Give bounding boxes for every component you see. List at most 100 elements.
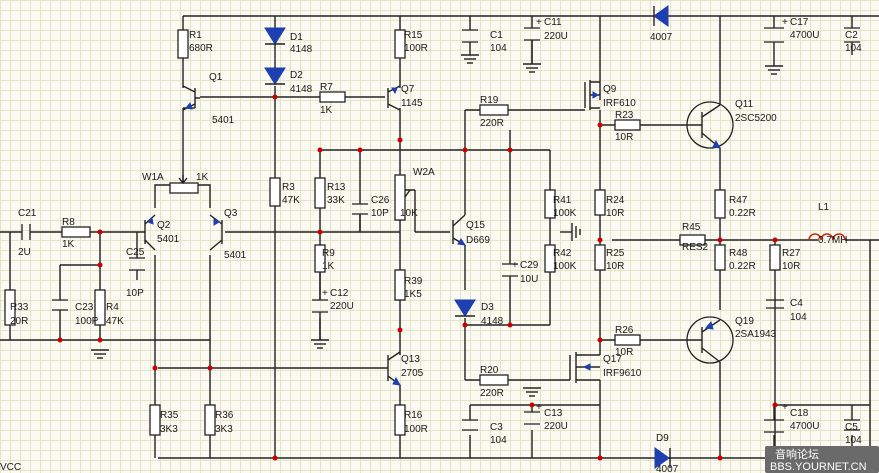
svg-text:10R: 10R	[615, 132, 633, 143]
svg-text:220R: 220R	[480, 388, 504, 399]
svg-text:R19: R19	[480, 95, 499, 106]
svg-text:5401: 5401	[157, 234, 180, 245]
resistor-r26	[614, 334, 641, 346]
svg-text:0.22R: 0.22R	[729, 261, 756, 272]
transistor-q17	[569, 350, 601, 383]
svg-text:100K: 100K	[553, 208, 577, 219]
svg-text:R4: R4	[106, 302, 119, 313]
cap-c21	[21, 224, 31, 240]
svg-text:C4: C4	[790, 298, 803, 309]
svg-text:4148: 4148	[481, 316, 504, 327]
transistor-q19	[685, 316, 734, 364]
cap-c23	[52, 299, 68, 311]
svg-text:2SA1943: 2SA1943	[735, 329, 777, 340]
resistors	[4, 29, 781, 436]
resistor-r42	[544, 244, 556, 273]
svg-text:D9: D9	[656, 433, 669, 444]
svg-text:C23: C23	[75, 302, 94, 313]
svg-text:10R: 10R	[606, 208, 624, 219]
svg-text:1K: 1K	[62, 239, 75, 250]
svg-text:4148: 4148	[290, 84, 313, 95]
svg-text:10K: 10K	[400, 208, 418, 219]
svg-text:3K3: 3K3	[160, 424, 178, 435]
diode-d3	[454, 299, 476, 317]
diode-d-top	[653, 5, 669, 27]
svg-text:R36: R36	[215, 410, 234, 421]
svg-text:+: +	[536, 17, 542, 28]
diode-d2	[264, 67, 286, 85]
svg-text:R47: R47	[729, 195, 748, 206]
svg-text:D2: D2	[290, 70, 303, 81]
cap-c26b	[352, 203, 368, 215]
svg-text:10R: 10R	[606, 261, 624, 272]
svg-text:Q1: Q1	[209, 72, 223, 83]
svg-text:R7: R7	[320, 82, 333, 93]
svg-text:4007: 4007	[656, 464, 679, 473]
svg-text:680R: 680R	[189, 43, 213, 54]
resistor-r35	[149, 404, 161, 436]
transistor-q2	[137, 214, 156, 251]
resistor-r27	[769, 244, 781, 271]
svg-text:3K3: 3K3	[215, 424, 233, 435]
resistor-r47	[714, 189, 726, 219]
svg-text:0.22R: 0.22R	[729, 208, 756, 219]
svg-text:10P: 10P	[126, 288, 144, 299]
svg-text:W1A: W1A	[142, 172, 164, 183]
svg-text:R27: R27	[782, 248, 801, 259]
svg-text:1K: 1K	[196, 172, 209, 183]
resistor-r4	[94, 289, 106, 326]
resistor-r7	[319, 91, 346, 103]
transistors	[137, 80, 734, 386]
transistor-q15	[452, 214, 467, 246]
svg-text:5401: 5401	[212, 115, 235, 126]
svg-text:20R: 20R	[10, 316, 28, 327]
svg-text:音响论坛: 音响论坛	[775, 447, 819, 461]
svg-text:R23: R23	[615, 110, 634, 121]
svg-text:220U: 220U	[544, 31, 568, 42]
cap-c1	[462, 29, 478, 43]
svg-text:IRF9610: IRF9610	[603, 368, 642, 379]
transistor-q11	[685, 101, 734, 149]
cap-c13	[524, 411, 540, 425]
svg-text:D669: D669	[466, 235, 490, 246]
watermark: 音响论坛 BBS.YOURNET.CN	[765, 446, 879, 473]
svg-text:100P: 100P	[75, 316, 99, 327]
svg-text:C5: C5	[845, 422, 858, 433]
svg-text:Q11: Q11	[735, 99, 754, 110]
svg-text:+: +	[536, 402, 542, 413]
resistor-r45	[679, 234, 706, 246]
svg-text:2SC5200: 2SC5200	[735, 113, 777, 124]
cap-c18	[764, 419, 784, 433]
resistor-r41	[544, 189, 556, 219]
svg-text:5401: 5401	[224, 250, 247, 261]
transistor-q13	[387, 351, 401, 386]
svg-text:C3: C3	[490, 422, 503, 433]
svg-text:Q3: Q3	[224, 208, 238, 219]
svg-text:R42: R42	[553, 248, 572, 259]
cap-c17	[764, 27, 784, 43]
svg-text:R26: R26	[615, 325, 634, 336]
svg-text:0.7MH: 0.7MH	[818, 235, 847, 246]
svg-text:Q9: Q9	[603, 84, 617, 95]
svg-text:104: 104	[490, 43, 507, 54]
svg-text:1K: 1K	[322, 261, 335, 272]
svg-text:R24: R24	[606, 195, 625, 206]
transistor-q3	[209, 214, 223, 251]
svg-text:47K: 47K	[282, 195, 300, 206]
svg-text:IRF610: IRF610	[603, 98, 636, 109]
svg-text:1K: 1K	[320, 105, 333, 116]
svg-text:4148: 4148	[290, 44, 313, 55]
svg-text:10U: 10U	[520, 274, 538, 285]
svg-text:C17: C17	[790, 17, 809, 28]
component-labels: R1 680R Q1 5401 D1 4148 D2 4148 R7 1K Q7…	[0, 17, 862, 473]
svg-text:1K5: 1K5	[404, 289, 422, 300]
svg-text:R8: R8	[62, 217, 75, 228]
svg-text:104: 104	[790, 312, 807, 323]
svg-text:R3: R3	[282, 182, 295, 193]
resistor-r15	[394, 29, 406, 59]
svg-text:C29: C29	[520, 260, 539, 271]
svg-text:C21: C21	[18, 208, 37, 219]
svg-text:+: +	[322, 288, 328, 299]
cap-c11	[524, 27, 540, 41]
